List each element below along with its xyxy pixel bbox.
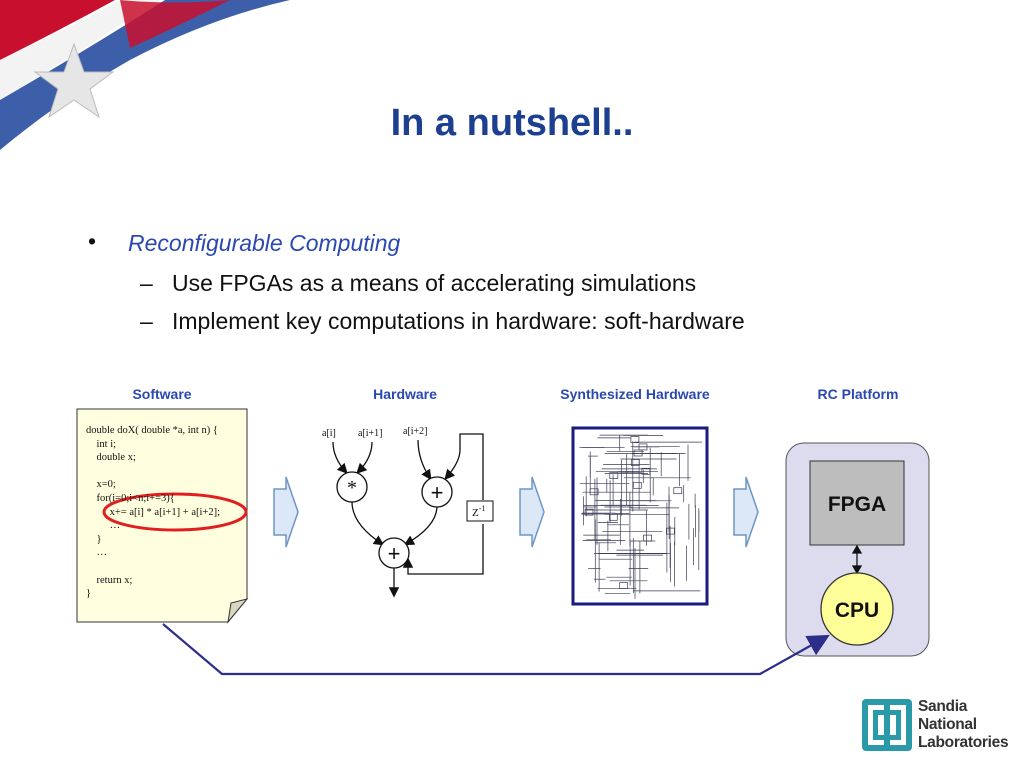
stage-arrow-2 [519,476,545,548]
multiply-node [336,471,368,503]
add-operator-2: + [388,541,401,566]
code-line: for(i=0;i<n;i+=3){ [86,492,175,504]
code-line: return x; [86,574,133,586]
code-line: } [86,533,102,545]
stage-label-software: Software [132,386,192,402]
dash-icon: – [140,308,153,334]
sandia-thunderbird-logo [862,699,912,751]
code-listing: double doX( double *a, int n) { int i; d… [86,424,220,601]
highlight-ellipse [102,492,248,532]
software-to-cpu-connector [162,623,830,676]
fpga-label: FPGA [828,493,886,516]
bullet-text: Reconfigurable Computing [128,230,401,256]
code-line: double doX( double *a, int n) { [86,425,218,436]
add-node-2 [378,537,410,569]
cpu-circle [820,572,894,646]
code-line [86,465,220,479]
add-node-1 [421,476,453,508]
input-label-a-i: a[i] [322,428,336,439]
hardware-dataflow [332,433,484,598]
input-label-a-i1: a[i+1] [358,428,383,439]
star-banner [0,0,290,150]
synthesized-netlist [571,426,709,606]
fpga-box [809,460,905,546]
fpga-cpu-link [851,544,863,575]
delay-label: Z-1 [472,504,485,519]
dash-icon: – [140,270,153,296]
code-line: } [86,588,92,600]
code-line: x+= a[i] * a[i+1] + a[i+2]; [86,506,220,518]
star-icon [33,42,115,119]
multiply-operator: * [347,477,357,499]
code-line: x=0; [86,479,116,491]
sub-bullet-text: Use FPGAs as a means of accelerating sim… [172,270,697,296]
sub-bullet-text: Implement key computations in hardware: … [172,308,745,334]
logo-line-3: Laboratories [918,734,1009,751]
code-line: … [86,520,121,532]
code-line: double x; [86,452,136,464]
input-label-a-i2: a[i+2] [403,426,428,437]
logo-line-1: Sandia [918,698,968,715]
bullet-dot-icon: • [88,228,97,254]
stage-arrow-3 [733,476,759,548]
stage-arrow-1 [273,476,299,548]
logo-line-2: National [918,716,977,733]
add-operator-1: + [431,480,444,505]
slide-title: In a nutshell.. [390,102,634,144]
code-line: int i; [86,438,117,450]
page-fold-icon [227,598,249,624]
stage-label-synthesized-hardware: Synthesized Hardware [560,386,710,402]
stage-label-hardware: Hardware [373,386,437,402]
stage-label-rc-platform: RC Platform [817,386,899,402]
cpu-label: CPU [835,599,879,622]
delay-register [466,500,494,522]
code-line: … [86,547,108,559]
code-line [86,560,220,574]
